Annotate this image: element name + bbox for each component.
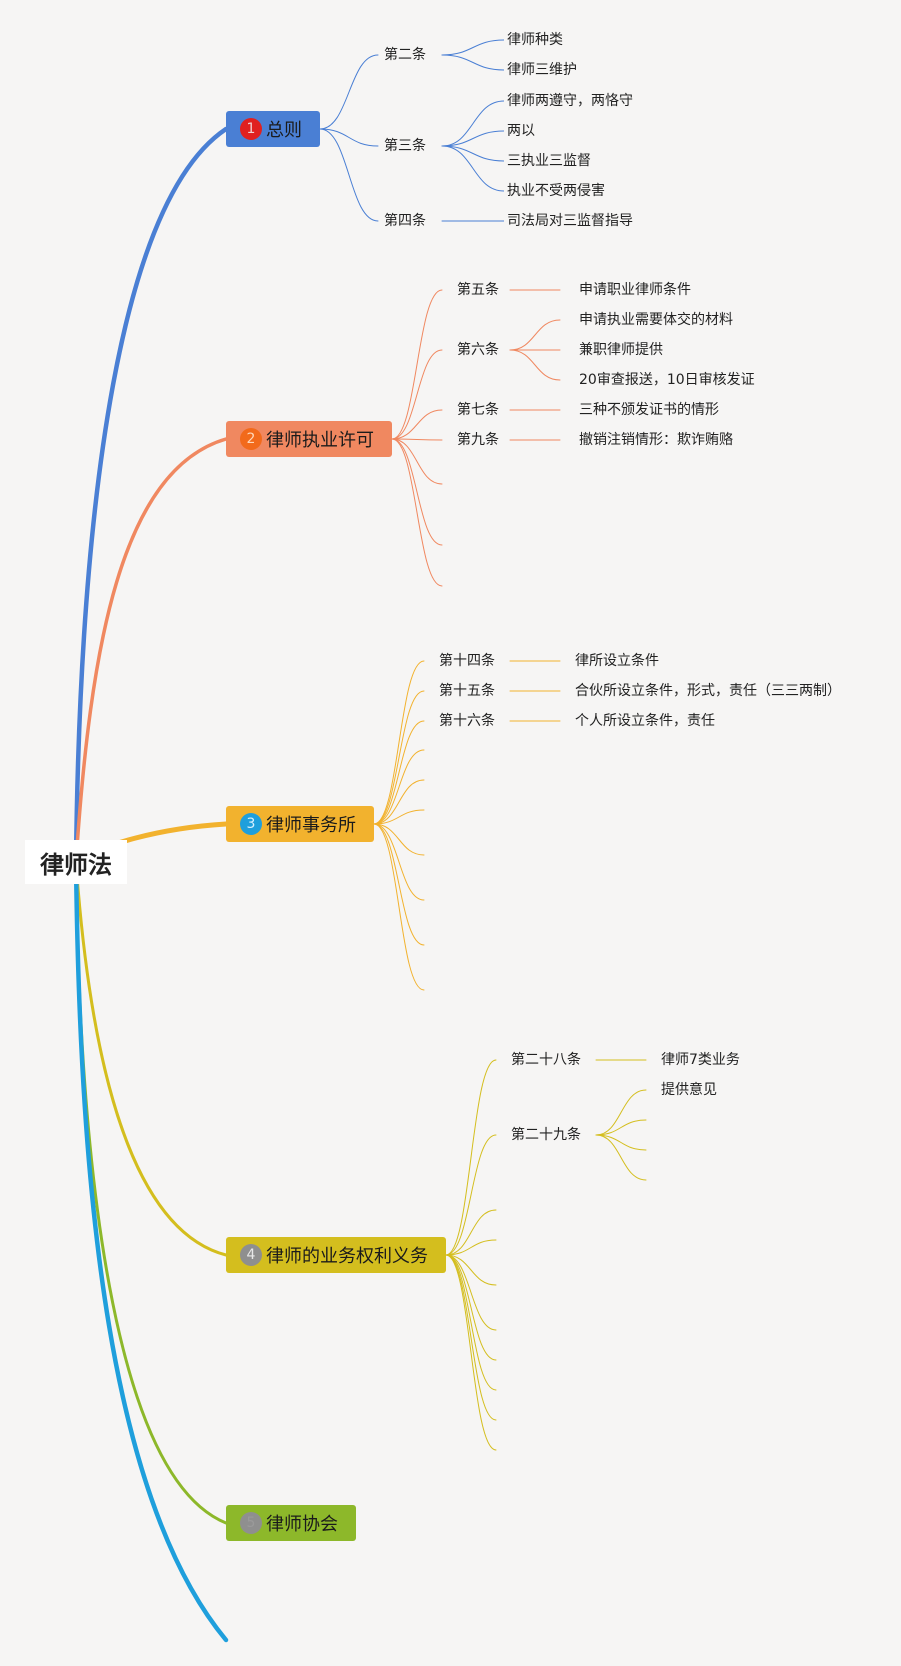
link-art3-i2 (441, 130, 505, 147)
branch-duties-label: 律师的业务权利义务 (266, 1246, 428, 1267)
link-art6-i3 (509, 349, 561, 381)
article-2-item-2[interactable]: 律师三维护 (504, 57, 580, 83)
trunk-general (73, 126, 229, 865)
link-general-art3 (319, 128, 379, 147)
link-general-art2 (319, 54, 379, 130)
article-28[interactable]: 第二十八条 (508, 1047, 584, 1073)
link-art3-i4 (441, 145, 505, 192)
article-4[interactable]: 第四条 (381, 208, 429, 234)
branch-license-label: 律师执业许可 (266, 430, 374, 451)
article-15-item-1[interactable]: 合伙所设立条件，形式，责任（三三两制） (572, 678, 844, 704)
article-29[interactable]: 第二十九条 (508, 1122, 584, 1148)
link-firm-5 (373, 809, 425, 825)
article-7[interactable]: 第七条 (454, 397, 502, 423)
branch-general-label: 总则 (266, 120, 302, 141)
article-7-item-1[interactable]: 三种不颁发证书的情形 (576, 397, 722, 423)
link-duties-5 (445, 1254, 497, 1331)
article-3-item-4[interactable]: 执业不受两侵害 (504, 178, 608, 204)
article-6[interactable]: 第六条 (454, 337, 502, 363)
link-firm-0 (373, 660, 425, 825)
article-28-item-1[interactable]: 律师7类业务 (658, 1047, 743, 1073)
link-firm-3 (373, 749, 425, 825)
article-16-item-1[interactable]: 个人所设立条件，责任 (572, 708, 718, 734)
article-6-item-2[interactable]: 兼职律师提供 (576, 337, 666, 363)
article-5[interactable]: 第五条 (454, 277, 502, 303)
trunk-license (74, 437, 228, 864)
link-firm-9 (373, 823, 425, 991)
link-art6-i1 (509, 319, 561, 351)
link-license-6 (391, 438, 443, 587)
branch-duties[interactable]: 4 律师的业务权利义务 (226, 1237, 446, 1273)
trunk-duties (74, 860, 228, 1257)
link-art29-i1 (595, 1089, 647, 1136)
article-3-item-3[interactable]: 三执业三监督 (504, 148, 594, 174)
link-duties-2 (445, 1209, 497, 1256)
badge-number-3: 3 (240, 813, 262, 835)
trunk-extra (73, 859, 229, 1643)
link-duties-0 (445, 1059, 497, 1256)
link-art29-i3 (595, 1134, 647, 1151)
link-license-1 (391, 349, 443, 440)
article-29-item-1[interactable]: 提供意见 (658, 1077, 720, 1103)
link-firm-2 (373, 720, 425, 825)
link-license-4 (391, 438, 443, 485)
article-2[interactable]: 第二条 (381, 42, 429, 68)
link-general-art4 (319, 128, 379, 222)
article-2-item-1[interactable]: 律师种类 (504, 27, 566, 53)
link-duties-3 (445, 1239, 497, 1256)
link-art3-i3 (441, 145, 505, 162)
badge-number-4: 4 (240, 1244, 262, 1266)
branch-law-firm[interactable]: 3 律师事务所 (226, 806, 374, 842)
link-art2-i2 (441, 54, 505, 71)
link-license-2 (391, 409, 443, 440)
link-art29-i4 (595, 1134, 647, 1181)
link-duties-8 (445, 1254, 497, 1421)
link-duties-4 (445, 1254, 497, 1286)
article-3-item-2[interactable]: 两以 (504, 118, 538, 144)
branch-association-label: 律师协会 (266, 1514, 338, 1535)
article-9-item-1[interactable]: 撤销注销情形：欺诈贿赂 (576, 427, 736, 453)
link-firm-7 (373, 823, 425, 901)
link-art2-i1 (441, 39, 505, 56)
badge-number-1: 1 (240, 118, 262, 140)
article-3[interactable]: 第三条 (381, 133, 429, 159)
article-6-item-1[interactable]: 申请执业需要体交的材料 (576, 307, 736, 333)
badge-number-5: 5 (240, 1512, 262, 1534)
link-firm-8 (373, 823, 425, 946)
root-node[interactable]: 律师法 (25, 840, 127, 884)
branch-law-firm-label: 律师事务所 (266, 815, 356, 836)
link-license-0 (391, 289, 443, 440)
article-14-item-1[interactable]: 律所设立条件 (572, 648, 662, 674)
article-6-item-3[interactable]: 20审查报送，10日审核发证 (576, 367, 758, 393)
branch-association[interactable]: 5 律师协会 (226, 1505, 356, 1541)
link-firm-1 (373, 690, 425, 825)
article-3-item-1[interactable]: 律师两遵守，两恪守 (504, 88, 636, 114)
link-art3-i1 (441, 100, 505, 147)
link-firm-4 (373, 779, 425, 825)
link-duties-9 (445, 1254, 497, 1451)
branch-general[interactable]: 1 总则 (226, 111, 320, 147)
branch-license[interactable]: 2 律师执业许可 (226, 421, 392, 457)
badge-number-2: 2 (240, 428, 262, 450)
link-license-3 (391, 438, 443, 441)
article-15[interactable]: 第十五条 (436, 678, 498, 704)
link-art29-i2 (595, 1119, 647, 1136)
article-14[interactable]: 第十四条 (436, 648, 498, 674)
article-4-item-1[interactable]: 司法局对三监督指导 (504, 208, 636, 234)
link-license-5 (391, 438, 443, 546)
link-duties-7 (445, 1254, 497, 1391)
article-5-item-1[interactable]: 申请职业律师条件 (576, 277, 694, 303)
link-firm-6 (373, 823, 425, 856)
article-16[interactable]: 第十六条 (436, 708, 498, 734)
article-9[interactable]: 第九条 (454, 427, 502, 453)
link-duties-1 (445, 1134, 497, 1256)
